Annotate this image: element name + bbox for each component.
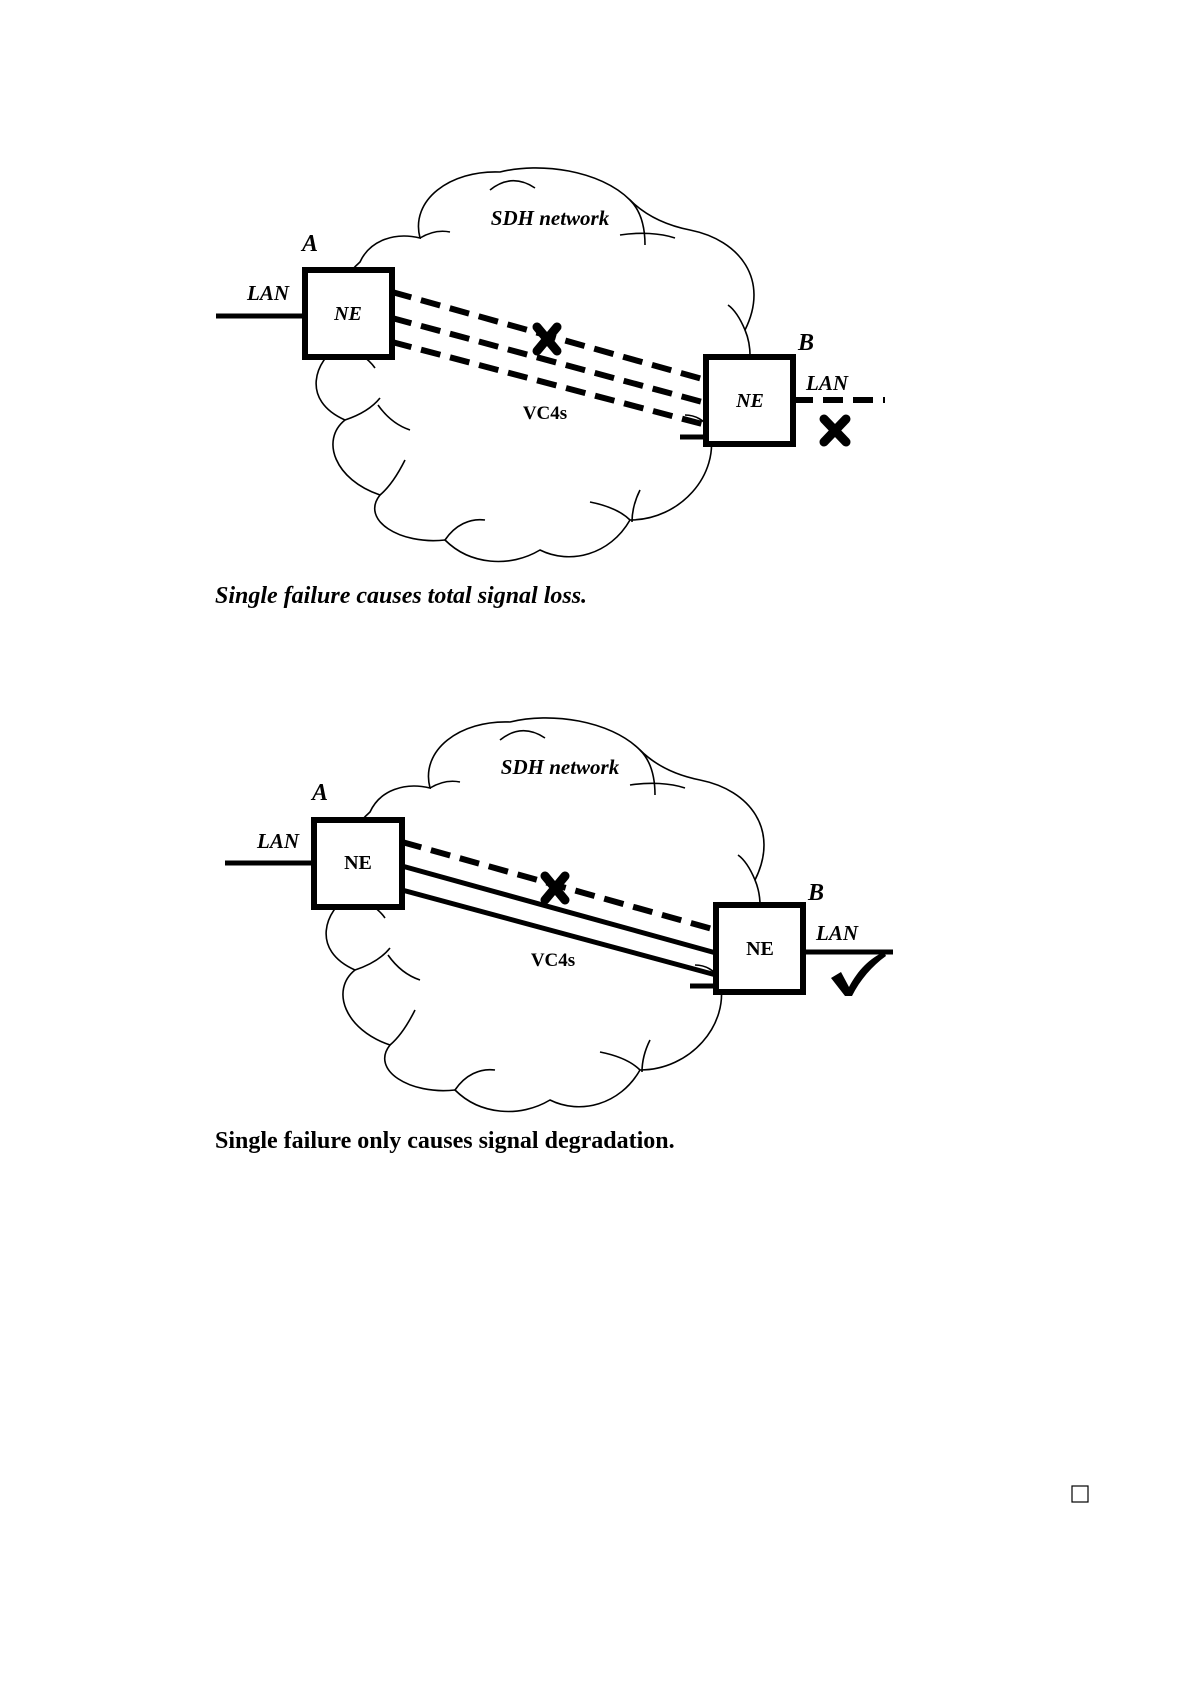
node-a-label: A (310, 780, 328, 806)
lan-right-label: LAN (805, 371, 849, 395)
caption: Single failure only causes signal degrad… (215, 1128, 675, 1154)
network-label: SDH network (501, 755, 620, 779)
cross-icon (824, 419, 846, 442)
ne-right-label: NE (746, 938, 774, 960)
lan-left-label: LAN (256, 829, 300, 853)
diagram-total-signal-loss: SDH network A LAN NE NE VC4s B LAN Singl… (215, 168, 885, 609)
vc4s-label: VC4s (523, 403, 567, 424)
network-label: SDH network (491, 206, 610, 230)
vc4s-label: VC4s (531, 950, 575, 971)
caption: Single failure causes total signal loss. (215, 583, 587, 609)
ne-left-label: NE (333, 303, 362, 325)
node-a-label: A (300, 231, 318, 257)
lan-right-label: LAN (815, 921, 859, 945)
lan-left-label: LAN (246, 281, 290, 305)
diagram-signal-degradation: SDH network A LAN NE NE VC4s B LAN Singl… (215, 718, 893, 1154)
node-b-label: B (807, 880, 824, 906)
ne-left-label: NE (344, 852, 372, 874)
ne-right-label: NE (735, 390, 764, 412)
node-b-label: B (797, 330, 814, 356)
empty-square-icon (1072, 1486, 1088, 1502)
checkmark-icon (831, 952, 886, 996)
